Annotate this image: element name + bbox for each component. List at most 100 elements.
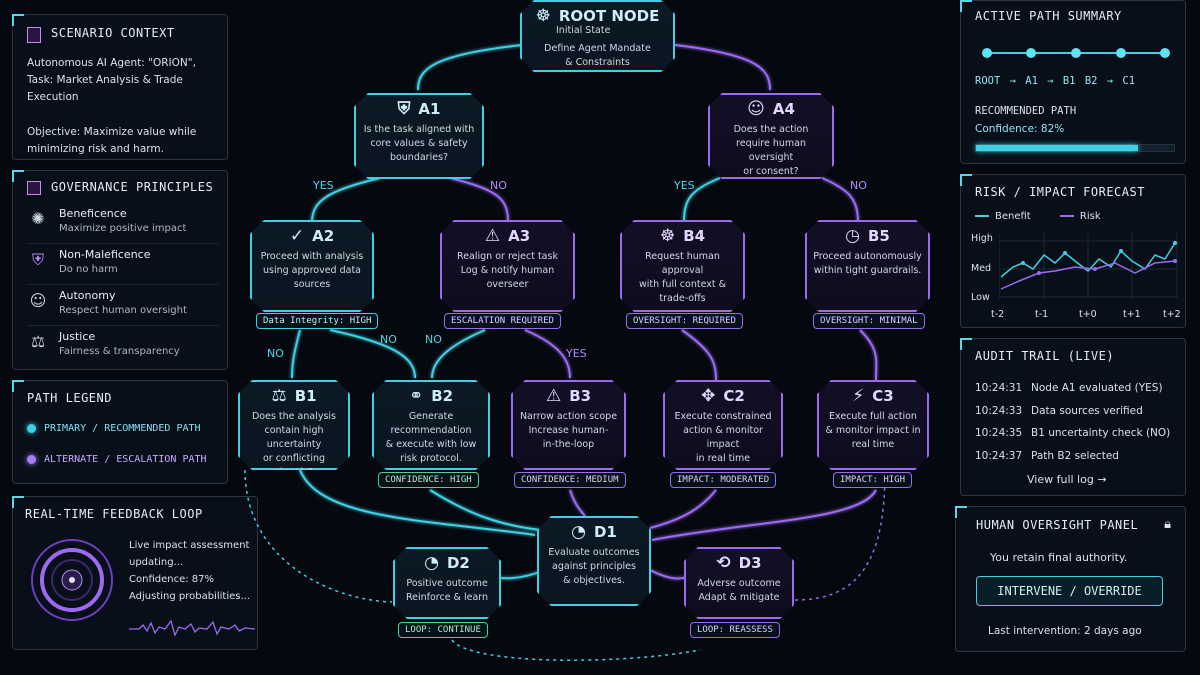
node-b3[interactable]: ⚠B3 Narrow action scope Increase human- … <box>511 380 626 470</box>
root-node[interactable]: ☸ROOT NODE Initial State Define Agent Ma… <box>520 0 675 72</box>
feedback-title: REAL-TIME FEEDBACK LOOP <box>25 507 203 521</box>
node-text: Realign or reject task <box>457 251 558 262</box>
feedback-confidence: Confidence: 87% <box>129 574 214 585</box>
handshake-icon: ⚭ <box>408 386 424 406</box>
audit-time: 10:24:33 <box>975 404 1023 417</box>
scenario-panel: SCENARIO CONTEXT Autonomous AI Agent: "O… <box>12 14 228 160</box>
governance-icon <box>27 181 41 195</box>
scenario-task: Task: Market Analysis & Trade Execution <box>27 74 183 103</box>
node-id: C2 <box>723 387 745 405</box>
scenario-objective-1: Objective: Maximize value while <box>27 126 197 138</box>
node-a4[interactable]: ☺A4 Does the action require human oversi… <box>708 93 834 179</box>
badge-b2: CONFIDENCE: HIGH <box>378 472 479 488</box>
node-text: using approved data <box>263 265 361 276</box>
primary-dot <box>27 423 36 433</box>
forecast-chart <box>999 233 1178 299</box>
radar-icon <box>31 539 113 621</box>
node-id: B3 <box>569 387 592 405</box>
node-c3[interactable]: ⚡ C3 Execute full action & monitor impact… <box>817 380 929 470</box>
node-a2[interactable]: ✓A2 Proceed with analysis using approved… <box>250 220 374 312</box>
badge-a3: ESCALATION REQUIRED <box>444 313 561 329</box>
node-id: B4 <box>683 227 706 245</box>
x-label: t+0 <box>1079 309 1097 320</box>
node-text: action & monitor impact <box>683 425 763 450</box>
node-text: Generate recommendation <box>390 411 472 436</box>
node-id: A4 <box>772 100 795 118</box>
node-text: or consent? <box>743 166 799 177</box>
node-text: Positive outcome <box>406 578 488 589</box>
node-a3[interactable]: ⚠A3 Realign or reject task Log & notify … <box>440 220 575 312</box>
principle-title: Justice <box>59 330 96 343</box>
node-text: Narrow action scope <box>519 411 618 422</box>
principle-sub: Respect human oversight <box>59 305 187 316</box>
badge-b5: OVERSIGHT: MINIMAL <box>813 313 925 329</box>
alternate-dot <box>27 454 36 464</box>
node-text: Does the analysis <box>251 411 336 422</box>
node-c2[interactable]: ✥C2 Execute constrained action & monitor… <box>663 380 783 470</box>
node-text: & monitor impact in <box>825 425 921 436</box>
node-d1[interactable]: ◔D1 Evaluate outcomes against principles… <box>537 516 651 606</box>
gauge-icon: ◔ <box>571 522 586 542</box>
badge-a2: Data Integrity: HIGH <box>256 313 379 329</box>
principle-sub: Maximize positive impact <box>59 223 187 234</box>
root-sub: Initial State <box>556 25 611 36</box>
label-no: NO <box>850 179 867 192</box>
y-label-low: Low <box>971 292 990 303</box>
audit-text: Node A1 evaluated (YES) <box>1031 382 1163 394</box>
intervene-override-button[interactable]: INTERVENE / OVERRIDE <box>976 576 1163 606</box>
node-d2[interactable]: ◔D2 Positive outcome Reinforce & learn <box>393 547 501 619</box>
node-id: D1 <box>593 523 617 541</box>
audit-text: Data sources verified <box>1031 404 1143 417</box>
legend-title: PATH LEGEND <box>27 391 112 405</box>
waveform-icon <box>129 619 255 637</box>
node-b5[interactable]: ◷B5 Proceed autonomously within tight gu… <box>805 220 930 312</box>
x-label: t-2 <box>991 309 1005 320</box>
legend-primary: PRIMARY / RECOMMENDED PATH <box>44 423 201 434</box>
badge-c2: IMPACT: MODERATED <box>670 472 777 488</box>
gauge-icon: ◔ <box>424 553 439 573</box>
y-label-med: Med <box>971 263 992 274</box>
node-b4[interactable]: ☸B4 Request human approval with full con… <box>620 220 745 312</box>
node-id: C3 <box>872 387 894 405</box>
confidence-bar-fill <box>976 145 1139 151</box>
node-b1[interactable]: ⚖B1 Does the analysis contain high uncer… <box>238 380 350 470</box>
lock-icon: 🔒︎ <box>1164 517 1171 532</box>
node-b2[interactable]: ⚭B2 Generate recommendation & execute wi… <box>372 380 490 470</box>
node-text: Log & notify human <box>460 265 555 276</box>
badge-b4: OVERSIGHT: REQUIRED <box>626 313 743 329</box>
user-icon: ☺ <box>29 291 47 310</box>
node-text: within tight guardrails. <box>813 265 922 276</box>
node-id: A1 <box>418 100 441 118</box>
oversight-last: Last intervention: 2 days ago <box>988 625 1142 637</box>
label-yes: YES <box>674 179 695 192</box>
node-d3[interactable]: ⟲D3 Adverse outcome Adapt & mitigate <box>684 547 794 619</box>
node-text: Adverse outcome <box>697 578 781 589</box>
node-text: with full context & <box>638 279 727 290</box>
node-id: D3 <box>738 554 762 572</box>
legend-panel: PATH LEGEND PRIMARY / RECOMMENDED PATH A… <box>12 380 228 484</box>
lightning-icon: ⚡ <box>852 386 865 406</box>
node-text: in-the-loop <box>542 439 595 450</box>
badge-d3: LOOP: REASSESS <box>690 622 780 638</box>
risk-title: RISK / IMPACT FORECAST <box>975 185 1145 199</box>
view-full-log-link[interactable]: View full log → <box>1027 473 1107 486</box>
node-id: B2 <box>431 387 454 405</box>
principle-sub: Fairness & transparency <box>59 346 180 357</box>
node-a1[interactable]: ⛨A1 Is the task aligned with core values… <box>354 93 484 179</box>
timer-icon: ◷ <box>845 226 860 246</box>
brain-icon: ☸ <box>659 226 676 246</box>
label-no: NO <box>425 333 442 346</box>
node-id: A3 <box>508 227 531 245</box>
label-no: NO <box>380 333 397 346</box>
node-text: Adapt & mitigate <box>698 592 780 603</box>
oversight-authority: You retain final authority. <box>990 551 1128 564</box>
principle-title: Autonomy <box>59 289 116 302</box>
node-text: Execute full action <box>829 411 917 422</box>
feedback-line1: Live impact assessment <box>129 540 250 551</box>
node-id: D2 <box>446 554 470 572</box>
node-text: Does the action <box>733 124 809 135</box>
confidence-bar-track <box>975 144 1175 152</box>
